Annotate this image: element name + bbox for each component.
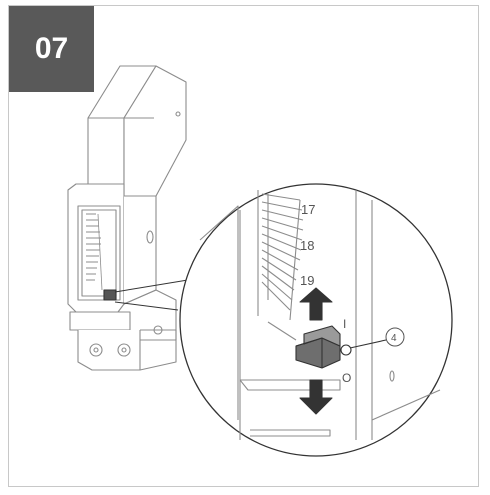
scale-number-19: 19 <box>300 273 314 288</box>
small-dial-tappets <box>86 213 103 291</box>
switch-off-label: O <box>342 371 351 385</box>
step-number: 07 <box>34 32 69 65</box>
dial-segments <box>257 190 304 321</box>
callout-number: 4 <box>391 333 397 344</box>
switch-on-label: I <box>343 317 346 331</box>
scale-number-18: 18 <box>300 238 314 253</box>
step-number-badge: 07 <box>9 6 94 92</box>
small-switch <box>103 289 117 301</box>
timer-device <box>67 65 187 371</box>
arrow-down-icon <box>299 379 333 415</box>
callout-circle <box>385 327 405 347</box>
scale-number-17: 17 <box>301 202 315 217</box>
arrow-up-icon <box>299 287 333 321</box>
